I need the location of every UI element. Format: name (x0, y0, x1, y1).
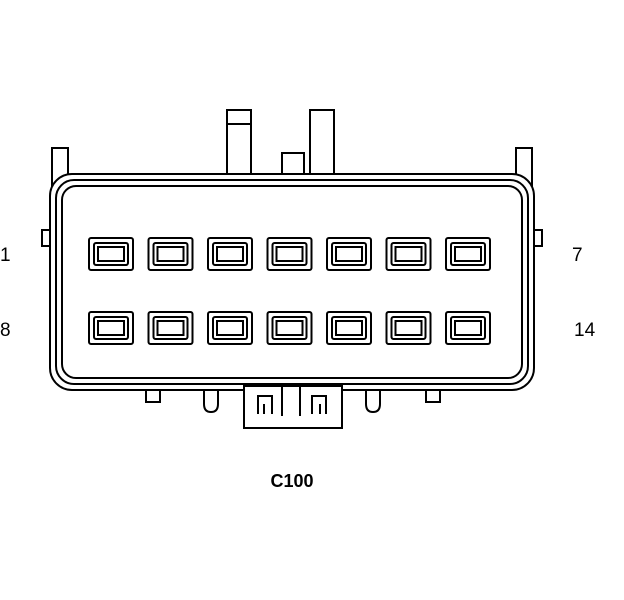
pin-cavity-14 (445, 311, 491, 345)
pin-cavity-7 (445, 237, 491, 271)
pin-cavity-2 (147, 237, 194, 271)
pin-cavity-6 (385, 237, 432, 271)
pin-label-row2-first: 8 (0, 320, 11, 341)
pin-cavity-5 (326, 237, 372, 271)
pin-cavity-13 (385, 311, 432, 345)
pin-label-row1-last: 7 (572, 245, 583, 266)
bottom-key (243, 385, 343, 429)
pin-cavity-9 (147, 311, 194, 345)
top-latch (226, 109, 335, 177)
connector-housing (49, 173, 535, 391)
connector-name: C100 (270, 471, 313, 491)
pin-label-row1-first: 1 (0, 245, 11, 266)
pin-cavity-8 (88, 311, 134, 345)
pin-cavity-1 (88, 237, 134, 271)
pin-cavity-3 (207, 237, 253, 271)
pin-cavity-4 (266, 237, 313, 271)
pin-label-row2-last: 14 (574, 320, 596, 341)
pin-cavity-10 (207, 311, 253, 345)
pin-cavity-11 (266, 311, 313, 345)
pin-cavity-12 (326, 311, 372, 345)
pin-cavities (88, 237, 491, 345)
